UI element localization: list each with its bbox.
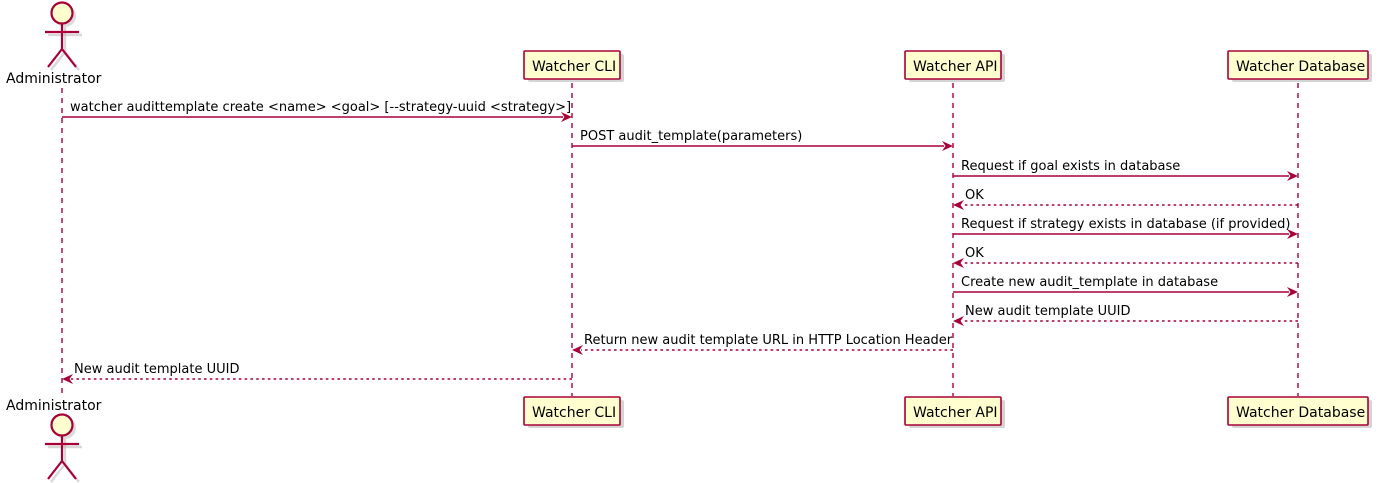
message-arrowhead-icon bbox=[942, 141, 953, 151]
message-label: watcher audittemplate create <name> <goa… bbox=[70, 100, 571, 115]
actor-head-icon bbox=[50, 413, 74, 437]
message-1: POST audit_template(parameters) bbox=[572, 129, 953, 151]
message-4: Request if strategy exists in database (… bbox=[953, 217, 1298, 239]
message-6: Create new audit_template in database bbox=[953, 275, 1298, 297]
actor-administrator-bottom[interactable]: Administrator bbox=[6, 398, 102, 483]
actor-leg-left-icon bbox=[47, 48, 63, 68]
actor-leg-left-icon bbox=[47, 460, 63, 480]
actor-head-icon bbox=[50, 1, 74, 25]
participant-label-watcher-cli: Watcher CLI bbox=[532, 59, 616, 75]
message-arrowhead-icon bbox=[561, 112, 572, 122]
message-arrowhead-icon bbox=[953, 258, 964, 268]
participant-box-watcher-cli-top[interactable]: Watcher CLI bbox=[523, 50, 624, 82]
participant-label-watcher-database: Watcher Database bbox=[1236, 59, 1365, 75]
messages-layer: watcher audittemplate create <name> <goa… bbox=[62, 100, 1298, 384]
message-arrowhead-icon bbox=[62, 374, 73, 384]
message-5: OK bbox=[953, 246, 1298, 268]
participant-box-watcher-database-top[interactable]: Watcher Database bbox=[1227, 50, 1372, 82]
box-rect bbox=[1227, 50, 1369, 80]
message-label: Return new audit template URL in HTTP Lo… bbox=[584, 333, 953, 348]
actor-label-administrator-bottom: Administrator bbox=[6, 398, 102, 414]
box-rect bbox=[523, 50, 621, 80]
box-rect bbox=[904, 396, 1002, 426]
participant-box-watcher-api-top[interactable]: Watcher API bbox=[904, 50, 1005, 82]
box-rect bbox=[904, 50, 1002, 80]
message-label: Request if strategy exists in database (… bbox=[961, 217, 1290, 232]
message-arrowhead-icon bbox=[1287, 287, 1298, 297]
message-7: New audit template UUID bbox=[953, 304, 1298, 326]
message-label: POST audit_template(parameters) bbox=[580, 129, 802, 144]
participant-box-watcher-database-bottom[interactable]: Watcher Database bbox=[1227, 396, 1372, 428]
box-rect bbox=[523, 396, 621, 426]
message-arrowhead-icon bbox=[953, 316, 964, 326]
message-8: Return new audit template URL in HTTP Lo… bbox=[572, 333, 953, 355]
message-0: watcher audittemplate create <name> <goa… bbox=[62, 100, 572, 122]
message-label: New audit template UUID bbox=[74, 362, 239, 377]
message-9: New audit template UUID bbox=[62, 362, 572, 384]
participant-label-watcher-api: Watcher API bbox=[913, 59, 998, 75]
actor-label-administrator-top: Administrator bbox=[6, 71, 102, 87]
message-arrowhead-icon bbox=[572, 345, 583, 355]
message-label: OK bbox=[965, 246, 984, 261]
participant-label-watcher-cli: Watcher CLI bbox=[532, 405, 616, 421]
actor-leg-right-icon bbox=[61, 48, 77, 68]
message-3: OK bbox=[953, 188, 1298, 210]
actor-leg-right-icon bbox=[61, 460, 77, 480]
message-label: OK bbox=[965, 188, 984, 203]
participant-label-watcher-database: Watcher Database bbox=[1236, 405, 1365, 421]
actor-administrator-top[interactable]: Administrator bbox=[6, 1, 102, 88]
message-label: New audit template UUID bbox=[965, 304, 1130, 319]
message-arrowhead-icon bbox=[953, 200, 964, 210]
participant-label-watcher-api: Watcher API bbox=[913, 405, 998, 421]
message-label: Create new audit_template in database bbox=[961, 275, 1218, 290]
message-arrowhead-icon bbox=[1287, 171, 1298, 181]
lifelines bbox=[61, 83, 1299, 398]
participant-box-watcher-api-bottom[interactable]: Watcher API bbox=[904, 396, 1005, 428]
participant-box-watcher-cli-bottom[interactable]: Watcher CLI bbox=[523, 396, 624, 428]
box-rect bbox=[1227, 396, 1369, 426]
message-2: Request if goal exists in database bbox=[953, 159, 1298, 181]
message-label: Request if goal exists in database bbox=[961, 159, 1180, 174]
message-arrowhead-icon bbox=[1287, 229, 1298, 239]
